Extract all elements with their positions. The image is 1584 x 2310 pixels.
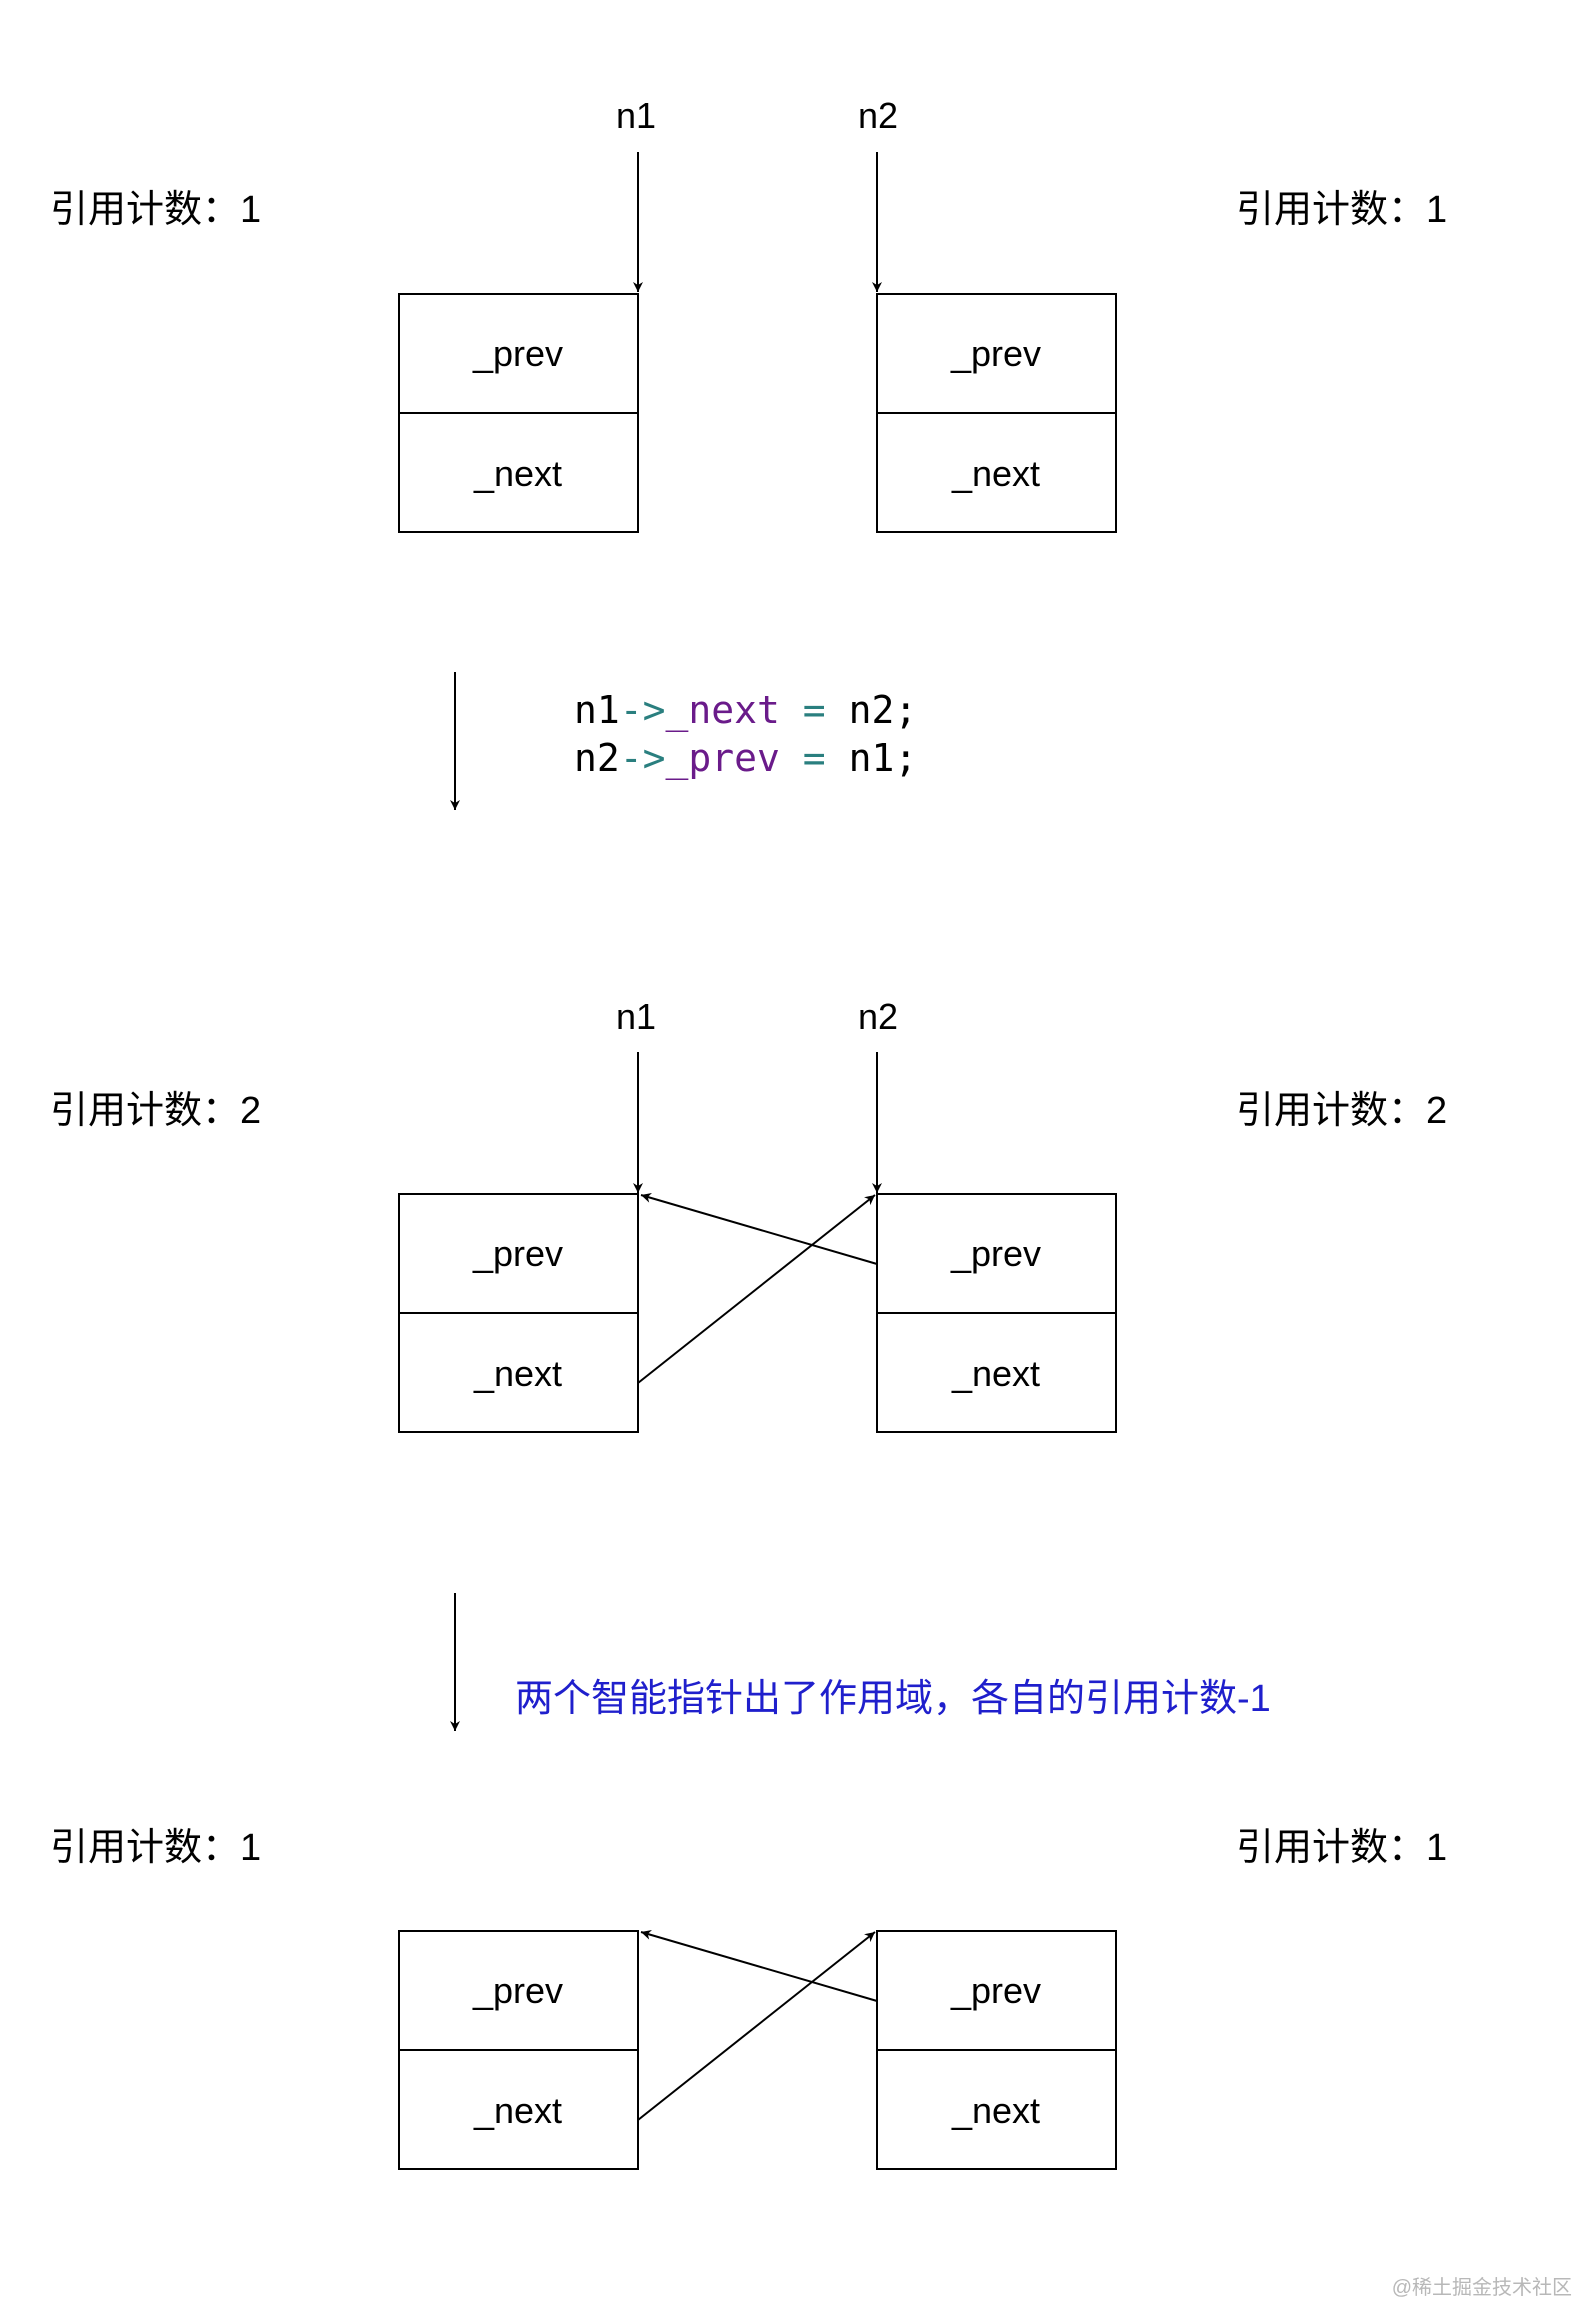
node-prev-label: _prev <box>472 1233 563 1274</box>
next-to-right-node-arrow <box>637 1931 876 2121</box>
refcount-left: 引用计数：2 <box>50 1090 261 1132</box>
code-token: = <box>780 688 849 732</box>
node-next-cell <box>398 412 639 533</box>
code-token: _next <box>666 688 780 733</box>
refcount-left: 引用计数：1 <box>50 1827 261 1869</box>
prev-to-left-node-arrow <box>640 1930 878 2002</box>
pointer-label-n1: n1 <box>616 95 656 136</box>
node-prev-label: _prev <box>950 1970 1041 2011</box>
next-to-right-node-arrow <box>637 1194 876 1384</box>
node-prev-cell <box>876 293 1117 414</box>
code-token: = <box>780 736 849 780</box>
node-next-label: _next <box>951 2090 1040 2131</box>
right-node: _prev _next <box>876 293 1117 533</box>
node-next-cell <box>398 2049 639 2170</box>
refcount-right: 引用计数：1 <box>1236 189 1447 231</box>
node-next-label: _next <box>473 2090 562 2131</box>
left-node: _prev _next <box>398 1193 639 1433</box>
node-next-cell <box>876 412 1117 533</box>
left-node: _prev _next <box>398 1930 639 2170</box>
prev-to-left-node-arrow <box>640 1193 878 1265</box>
code-token: -> <box>620 688 666 732</box>
code-token: n1 <box>574 688 620 732</box>
refcount-left: 引用计数：1 <box>50 189 261 231</box>
node-prev-cell <box>876 1930 1117 2051</box>
node-prev-label: _prev <box>472 1970 563 2011</box>
node-next-label: _next <box>473 453 562 494</box>
node-prev-label: _prev <box>472 333 563 374</box>
code-line-2: n2->_prev = n1; <box>574 736 917 781</box>
node-next-label: _next <box>951 453 1040 494</box>
node-next-cell <box>876 1312 1117 1433</box>
node-prev-cell <box>876 1193 1117 1314</box>
right-node: _prev _next <box>876 1930 1117 2170</box>
code-token: n1; <box>849 736 918 780</box>
refcount-right: 引用计数：1 <box>1236 1827 1447 1869</box>
pointer-label-n2: n2 <box>858 95 898 136</box>
stage-2: n1 n2 引用计数：2 引用计数：2 _prev _next _prev _n… <box>50 996 1447 1433</box>
pointer-label-n1: n1 <box>616 996 656 1037</box>
code-token: -> <box>620 736 666 780</box>
code-token: n2; <box>849 688 918 732</box>
code-token: n2 <box>574 736 620 780</box>
stage-1: n1 n2 引用计数：1 引用计数：1 _prev _next _prev _n… <box>50 95 1447 533</box>
code-line-1: n1->_next = n2; <box>574 688 917 733</box>
code-token: _prev <box>666 736 780 781</box>
node-next-label: _next <box>473 1353 562 1394</box>
node-next-cell <box>398 1312 639 1433</box>
watermark: @稀土掘金技术社区 <box>1392 2276 1572 2299</box>
node-prev-label: _prev <box>950 333 1041 374</box>
node-prev-cell <box>398 1193 639 1314</box>
stage-3: 引用计数：1 引用计数：1 _prev _next _prev _next <box>50 1827 1447 2170</box>
left-node: _prev _next <box>398 293 639 533</box>
node-prev-label: _prev <box>950 1233 1041 1274</box>
right-node: _prev _next <box>876 1193 1117 1433</box>
node-prev-cell <box>398 293 639 414</box>
node-next-cell <box>876 2049 1117 2170</box>
node-next-label: _next <box>951 1353 1040 1394</box>
transition-1: n1->_next = n2; n2->_prev = n1; <box>450 672 917 810</box>
pointer-label-n2: n2 <box>858 996 898 1037</box>
transition-note: 两个智能指针出了作用域，各自的引用计数-1 <box>515 1678 1271 1720</box>
transition-2: 两个智能指针出了作用域，各自的引用计数-1 <box>450 1593 1271 1731</box>
refcount-right: 引用计数：2 <box>1236 1090 1447 1132</box>
